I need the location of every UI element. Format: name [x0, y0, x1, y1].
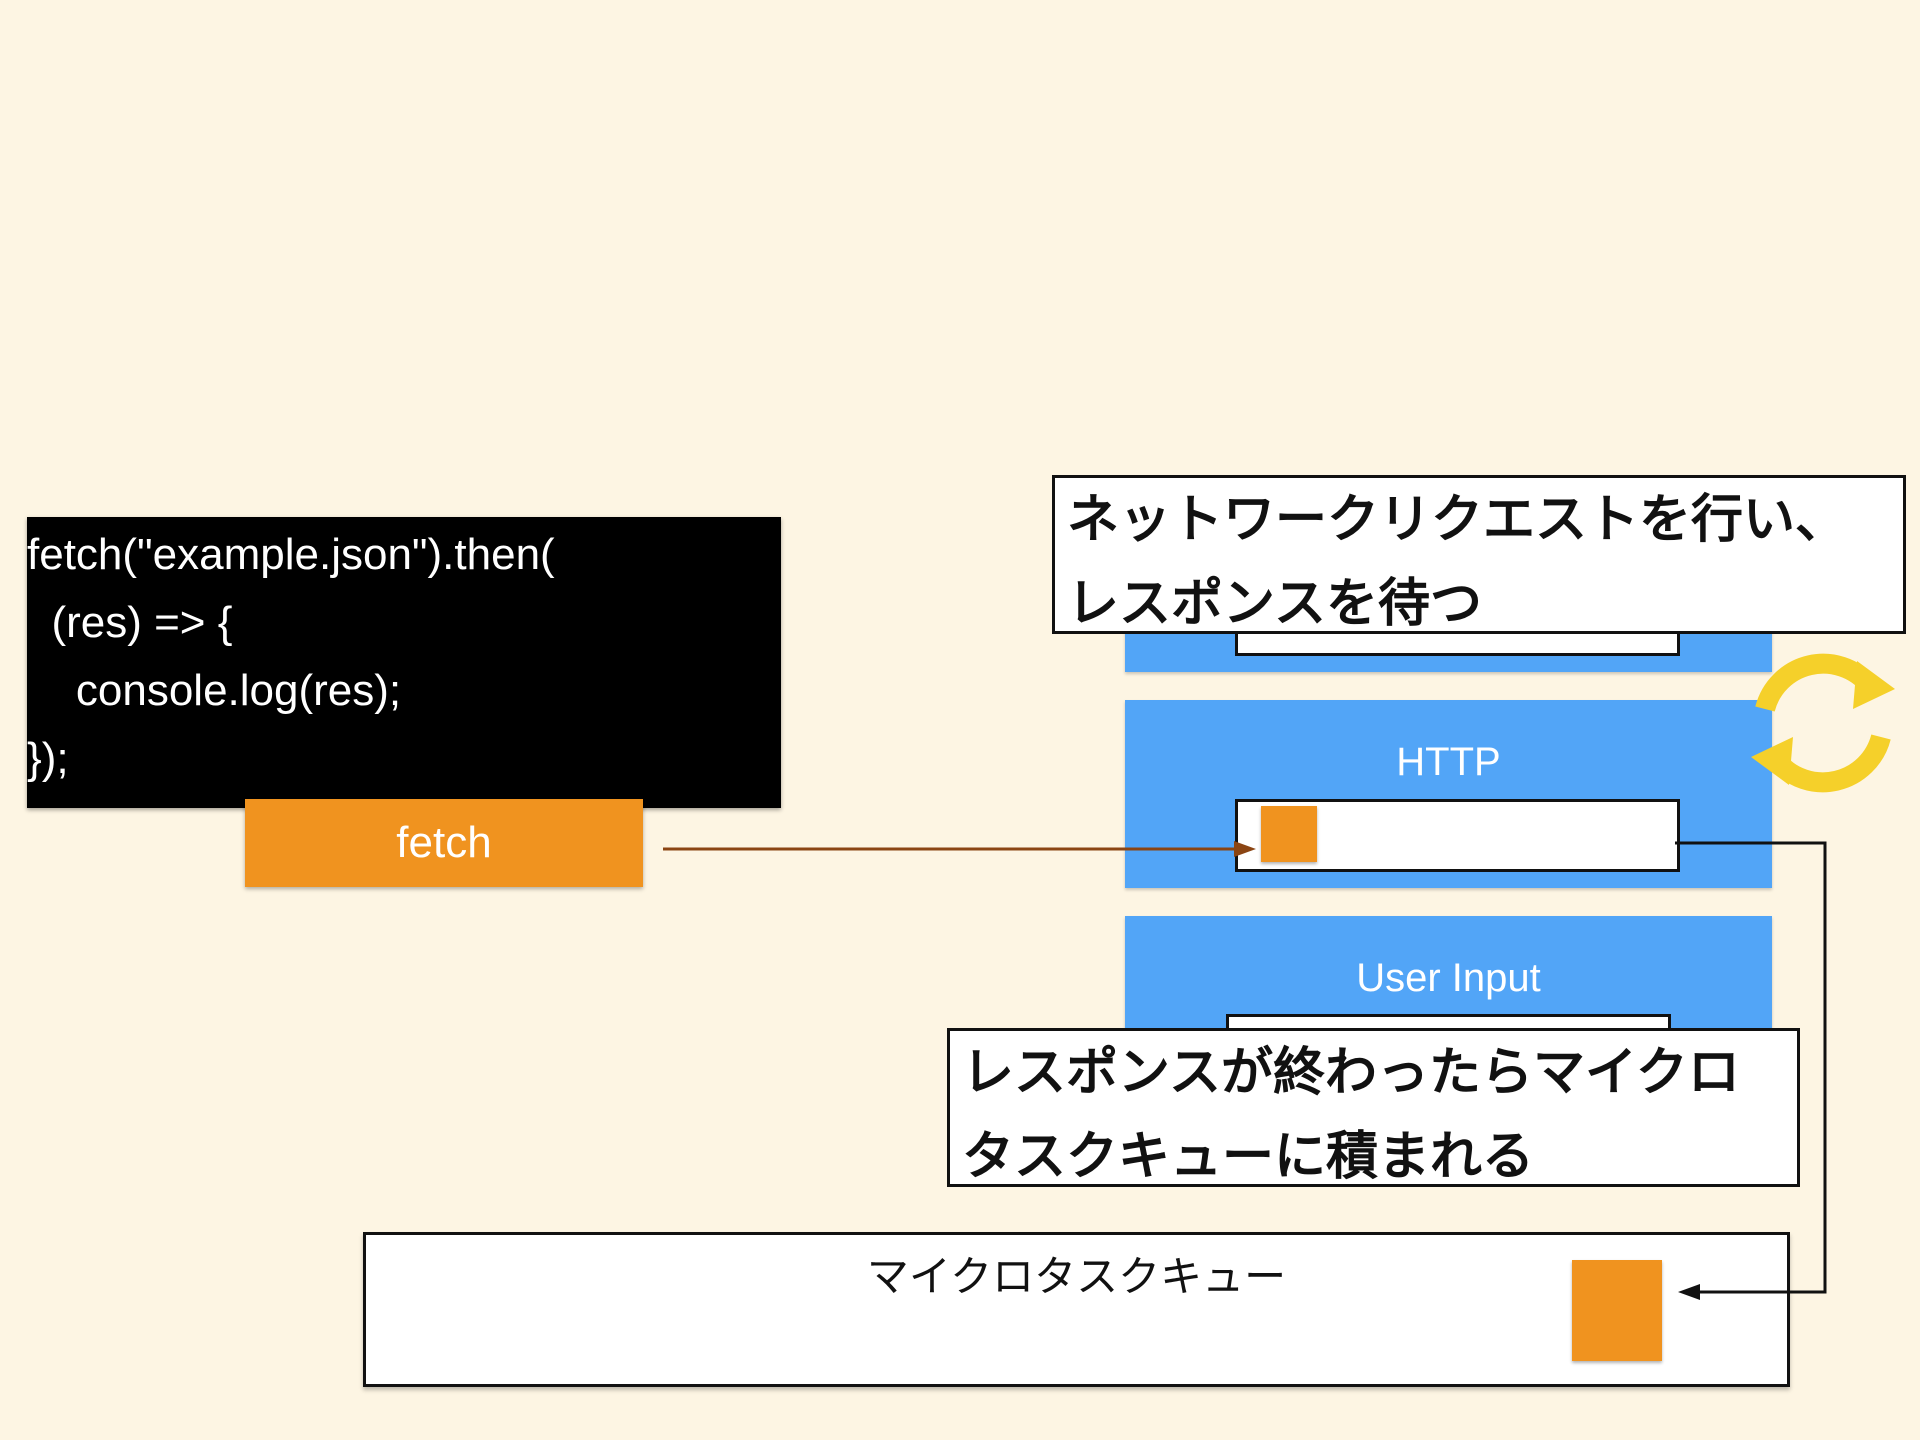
microtask-callout-line2: タスクキューに積まれる — [962, 1127, 1535, 1187]
queued-task-square — [1572, 1260, 1662, 1361]
http-panel-label: HTTP — [1396, 740, 1501, 784]
refresh-cycle-icon — [1751, 653, 1895, 793]
code-line: console.log(res); — [27, 666, 402, 715]
http-to-queue-arrow — [1675, 841, 1827, 1300]
microtask-queue-label: マイクロタスクキュー — [866, 1252, 1287, 1301]
fetch-to-http-arrow — [663, 841, 1256, 857]
http-task-square — [1261, 806, 1317, 862]
code-block: fetch("example.json").then( (res) => { c… — [27, 517, 781, 808]
code-line: }); — [27, 734, 69, 783]
code-line: fetch("example.json").then( — [27, 530, 555, 579]
microtask-callout-line1: レスポンスが終わったらマイクロ — [962, 1043, 1740, 1103]
network-request-callout-line2: レスポンスを待つ — [1067, 574, 1482, 634]
user-input-panel-label: User Input — [1356, 956, 1541, 1000]
microtask-callout: レスポンスが終わったらマイクロ タスクキューに積まれる — [947, 1028, 1800, 1187]
microtask-queue: マイクロタスクキュー — [363, 1232, 1790, 1387]
network-request-callout: ネットワークリクエストを行い、 レスポンスを待つ — [1052, 475, 1906, 634]
fetch-box: fetch — [245, 799, 643, 887]
code-line: (res) => { — [27, 598, 233, 647]
network-request-callout-line1: ネットワークリクエストを行い、 — [1067, 490, 1848, 550]
